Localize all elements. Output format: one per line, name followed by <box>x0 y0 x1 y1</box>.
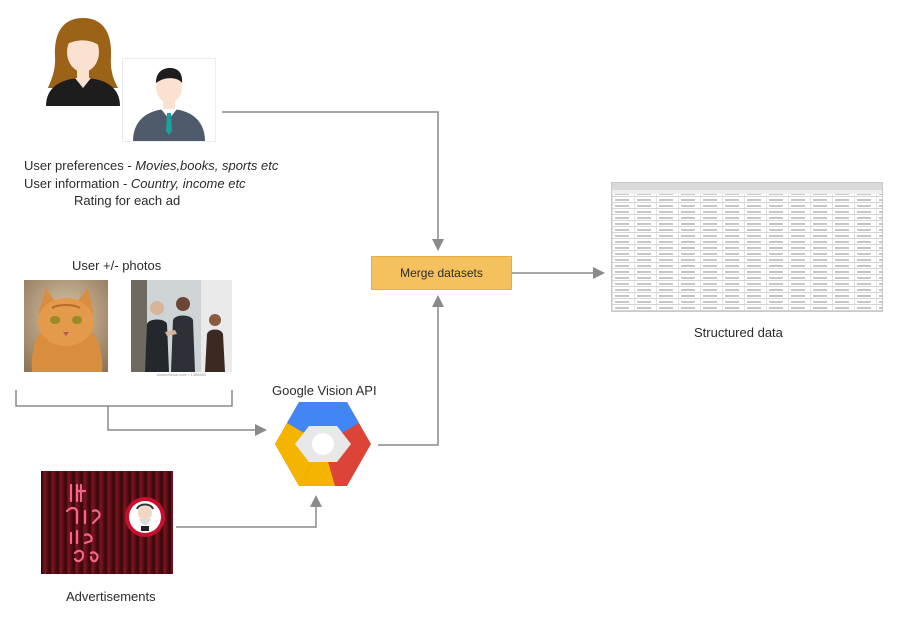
photos-to-vision-line <box>107 406 267 436</box>
structured-data-label: Structured data <box>694 325 783 340</box>
google-vision-logo-icon <box>275 402 371 486</box>
male-user-icon <box>133 68 205 141</box>
business-photo: shutterstock.com • 1388863 <box>131 280 232 380</box>
ads-to-vision-line <box>176 495 322 528</box>
user-photos-title: User +/- photos <box>72 258 162 273</box>
rating-text: Rating for each ad <box>74 193 181 208</box>
advertisements-label: Advertisements <box>66 589 156 604</box>
spreadsheet-header <box>612 190 882 194</box>
user-information-text: User information - Country, income etc <box>24 176 246 191</box>
photos-bracket-line <box>15 390 233 407</box>
photo-watermark: shutterstock.com • 1388863 <box>156 372 207 377</box>
female-user-icon <box>46 18 120 106</box>
structured-data-spreadsheet <box>611 182 883 312</box>
spreadsheet-cells <box>612 194 882 311</box>
male-user-card <box>122 58 216 142</box>
user-to-merge-line <box>222 111 444 251</box>
merge-datasets-label: Merge datasets <box>400 266 483 280</box>
user-preferences-text: User preferences - Movies,books, sports … <box>24 158 279 173</box>
advertisement-image <box>41 471 173 574</box>
cat-photo <box>24 280 108 372</box>
vision-to-merge-line <box>378 295 444 446</box>
merge-datasets-box: Merge datasets <box>371 256 512 290</box>
spreadsheet-toolbar <box>612 183 882 190</box>
vision-api-title: Google Vision API <box>272 383 377 398</box>
